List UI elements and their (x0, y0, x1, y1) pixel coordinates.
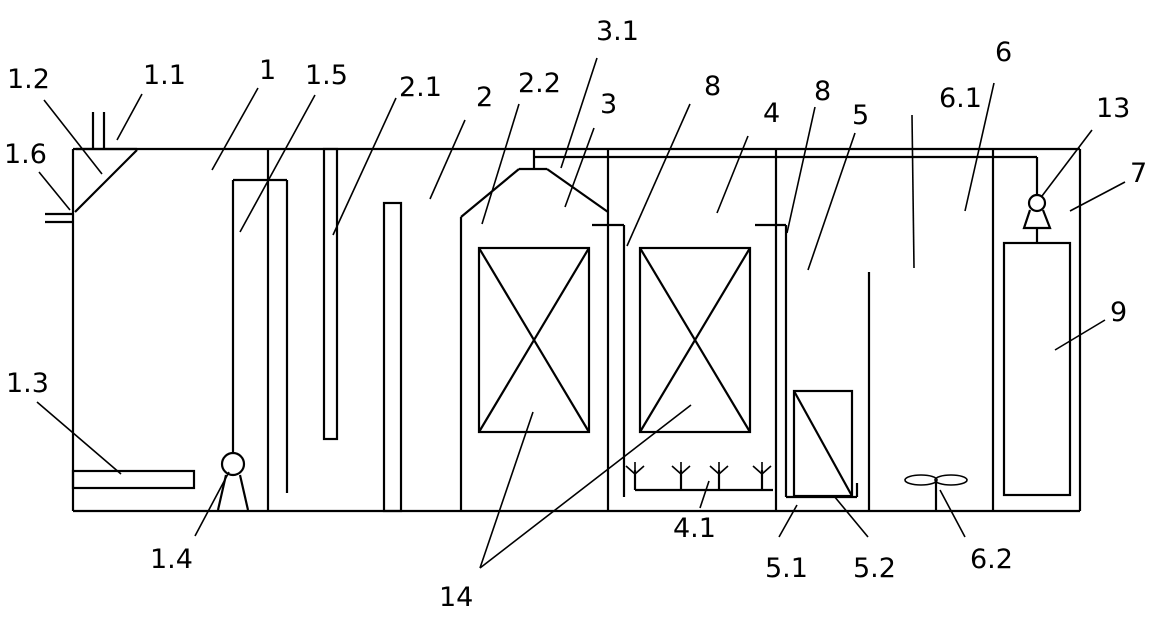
lift-pipe (231, 178, 289, 493)
label-6-1: 6.1 (939, 83, 982, 114)
label-1-3: 1.3 (6, 368, 49, 399)
side-outlet-pipe (45, 212, 73, 224)
lift-pump (216, 451, 250, 511)
label-4-1: 4.1 (673, 513, 716, 544)
label-9: 9 (1110, 297, 1127, 328)
label-8a: 8 (704, 71, 721, 102)
grille-hopper (74, 147, 138, 213)
label-6-2: 6.2 (970, 544, 1013, 575)
riser-pipe-8-left (592, 223, 626, 497)
label-13: 13 (1096, 93, 1130, 124)
reactor-column (459, 167, 609, 511)
label-1-4: 1.4 (150, 544, 193, 575)
label-1-1: 1.1 (143, 60, 186, 91)
label-4: 4 (763, 98, 780, 129)
label-3: 3 (600, 89, 617, 120)
media-box-left (477, 246, 591, 434)
label-8b: 8 (814, 76, 831, 107)
label-1-2: 1.2 (7, 64, 50, 95)
mixer-6-2 (904, 474, 968, 511)
label-2: 2 (476, 82, 493, 113)
label-6: 6 (995, 37, 1012, 68)
storage-tank-9 (1002, 241, 1072, 497)
label-2-1: 2.1 (399, 72, 442, 103)
sludge-plate (71, 469, 196, 490)
label-14: 14 (439, 582, 473, 613)
label-2-2: 2.2 (518, 68, 561, 99)
label-1-5: 1.5 (305, 60, 348, 91)
label-3-1: 3.1 (596, 16, 639, 47)
baffle-2 (382, 201, 403, 513)
labels: 1.2 1.1 1 1.5 1.6 2.1 2 2.2 3.1 3 8 4 8 … (4, 16, 1147, 613)
label-7: 7 (1130, 158, 1147, 189)
membrane-tank (786, 389, 859, 499)
label-5: 5 (852, 100, 869, 131)
baffle-2-1 (322, 147, 339, 441)
inlet-pipes (91, 112, 106, 149)
chamber-walls (266, 149, 995, 511)
label-5-1: 5.1 (765, 553, 808, 584)
leader-lines (36, 57, 1126, 569)
label-5-2: 5.2 (853, 553, 896, 584)
aerator-array (625, 462, 773, 492)
riser-pipe-8-right (755, 223, 788, 497)
label-1: 1 (259, 55, 276, 86)
label-1-6: 1.6 (4, 139, 47, 170)
pump-13 (1022, 193, 1052, 243)
air-pipe-3-1 (532, 149, 1039, 195)
media-box-right (638, 246, 752, 434)
